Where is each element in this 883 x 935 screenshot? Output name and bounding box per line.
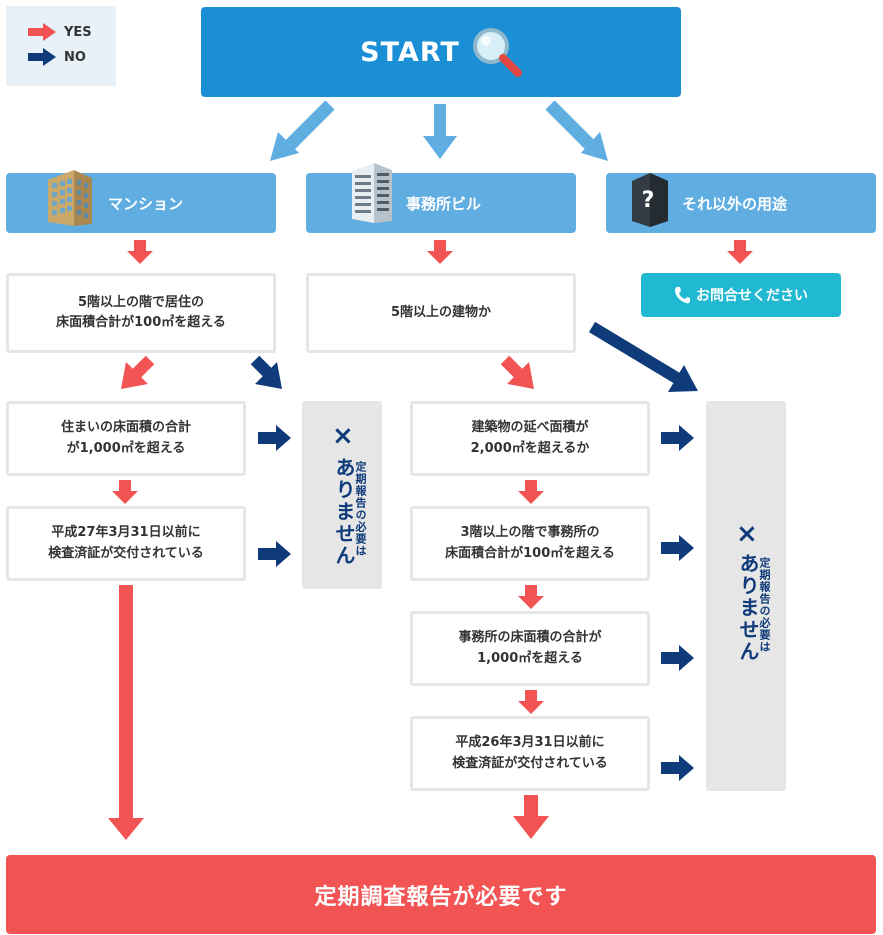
category-mansion-label: マンション — [108, 194, 184, 213]
legend: YES NO — [6, 6, 116, 86]
legend-yes: YES — [28, 23, 92, 41]
category-office: 事務所ビル — [306, 163, 576, 233]
yes-arrow — [518, 690, 544, 714]
contact-label: お問合せください — [696, 288, 808, 304]
category-other: ? それ以外の用途 — [606, 173, 876, 233]
no-report-box-mansion: × ありません 定期報告の必要は — [302, 401, 382, 589]
category-office-label: 事務所ビル — [406, 194, 482, 213]
start-arrow-center — [423, 104, 457, 159]
no-arrow — [661, 425, 694, 451]
start-label: START — [360, 36, 460, 68]
legend-no-label: NO — [64, 49, 86, 65]
office-question-2: 建築物の延べ面積が 2,000㎡を超えるか — [410, 401, 650, 476]
apartment-building-icon — [48, 170, 92, 226]
yes-arrow — [513, 795, 549, 839]
mansion-question-3: 平成27年3月31日以前に 検査済証が交付されている — [6, 506, 246, 581]
x-mark-icon: × — [736, 519, 758, 549]
no-arrow-diagonal — [588, 321, 698, 392]
mansion-question-1: 5階以上の階で居住の 床面積合計が100㎡を超える — [6, 273, 276, 353]
start-box: START — [201, 7, 681, 97]
final-result: 定期調査報告が必要です — [6, 855, 876, 934]
red-arrow-icon — [28, 23, 56, 41]
no-report-main: ありません — [332, 457, 356, 567]
category-other-label: それ以外の用途 — [682, 194, 788, 213]
x-mark-icon: × — [332, 421, 354, 451]
no-report-box-office: × ありません 定期報告の必要は — [706, 401, 786, 791]
start-arrow-right — [545, 100, 608, 161]
no-arrow — [661, 645, 694, 671]
yes-arrow — [518, 585, 544, 609]
no-report-sub: 定期報告の必要は — [354, 461, 367, 557]
office-building-icon — [352, 163, 392, 223]
yes-arrow — [427, 240, 453, 264]
question-building-icon: ? — [632, 173, 668, 227]
start-arrow-left — [270, 100, 335, 161]
mansion-question-2: 住まいの床面積の合計 が1,000㎡を超える — [6, 401, 246, 476]
no-arrow-diagonal — [250, 355, 282, 389]
legend-no: NO — [28, 48, 86, 66]
no-arrow — [661, 535, 694, 561]
no-arrow — [258, 541, 291, 567]
yes-arrow-diagonal — [500, 355, 534, 389]
magnifier-icon — [472, 28, 522, 77]
category-mansion: マンション — [6, 170, 276, 233]
yes-arrow-diagonal — [121, 355, 155, 389]
yes-arrow — [112, 480, 138, 504]
office-question-3: 3階以上の階で事務所の 床面積合計が100㎡を超える — [410, 506, 650, 581]
no-arrow — [661, 755, 694, 781]
navy-arrow-icon — [28, 48, 56, 66]
office-question-1: 5階以上の建物か — [306, 273, 576, 353]
yes-arrow — [727, 240, 753, 264]
legend-yes-label: YES — [64, 24, 92, 40]
yes-arrow — [127, 240, 153, 264]
svg-text:?: ? — [642, 188, 655, 213]
yes-arrow — [518, 480, 544, 504]
phone-icon — [675, 287, 690, 304]
no-arrow — [258, 425, 291, 451]
office-question-5: 平成26年3月31日以前に 検査済証が交付されている — [410, 716, 650, 791]
contact-button[interactable]: お問合せください — [641, 273, 841, 317]
no-report-sub: 定期報告の必要は — [758, 557, 771, 653]
no-report-main: ありません — [736, 553, 760, 663]
yes-arrow-long — [108, 585, 144, 840]
office-question-4: 事務所の床面積の合計が 1,000㎡を超える — [410, 611, 650, 686]
final-label: 定期調査報告が必要です — [314, 884, 568, 910]
